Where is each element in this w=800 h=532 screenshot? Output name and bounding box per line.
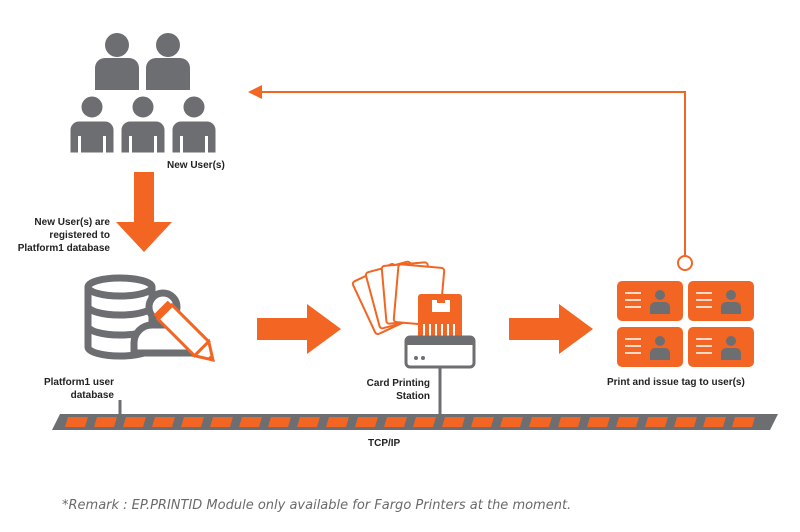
station-label: Card Printing Station [350,377,430,403]
bus-segment [500,417,523,427]
bus-segment [471,417,494,427]
bus-segment [442,417,465,427]
arrow-down [116,172,172,252]
station-label-line2: Station [396,391,430,402]
network-bus [52,414,778,430]
bus-segment [152,417,175,427]
bus-segment [326,417,349,427]
id-card-icon [617,281,754,367]
bus-segment [210,417,233,427]
id-card [688,327,754,367]
arrow-right-1 [257,304,341,354]
bus-segment [297,417,320,427]
id-card [617,327,683,367]
bus-segment [384,417,407,427]
bus-segment [674,417,697,427]
bus-segment [123,417,146,427]
station-label-line1: Card Printing [366,378,430,389]
bus-segment [645,417,668,427]
database-label-line1: Platform1 user [43,377,114,388]
print-issue-label: Print and issue tag to user(s) [607,377,745,388]
registered-note-line3: Platform1 database [17,243,110,254]
arrow-right-2 [509,304,593,354]
bus-segment [239,417,262,427]
database-user-edit-icon [84,274,215,362]
network-connectors [118,367,442,414]
feedback-loop-line [248,85,693,271]
bus-segment [181,417,204,427]
bus-segment [529,417,552,427]
id-card [688,281,754,321]
bus-segment [703,417,726,427]
card-printer-icon [351,260,476,369]
bus-segment [587,417,610,427]
registered-note: New User(s) are registered to Platform1 … [10,216,110,255]
remark-note: *Remark : EP.PRINTID Module only availab… [62,498,572,513]
bus-segment [65,417,88,427]
bus-segment [413,417,436,427]
bus-segment [355,417,378,427]
bus-segment [558,417,581,427]
database-label-line2: database [70,390,114,401]
new-users-label: New User(s) [167,160,225,171]
database-label: Platform1 user database [30,376,114,402]
bus-segment [616,417,639,427]
registered-note-line2: registered to [49,230,110,241]
id-card [617,281,683,321]
registered-note-line1: New User(s) are [34,217,110,228]
bus-segment [268,417,291,427]
user-group-icon [67,33,219,156]
bus-segment [732,417,755,427]
bus-segment [94,417,117,427]
network-label: TCP/IP [368,438,401,449]
